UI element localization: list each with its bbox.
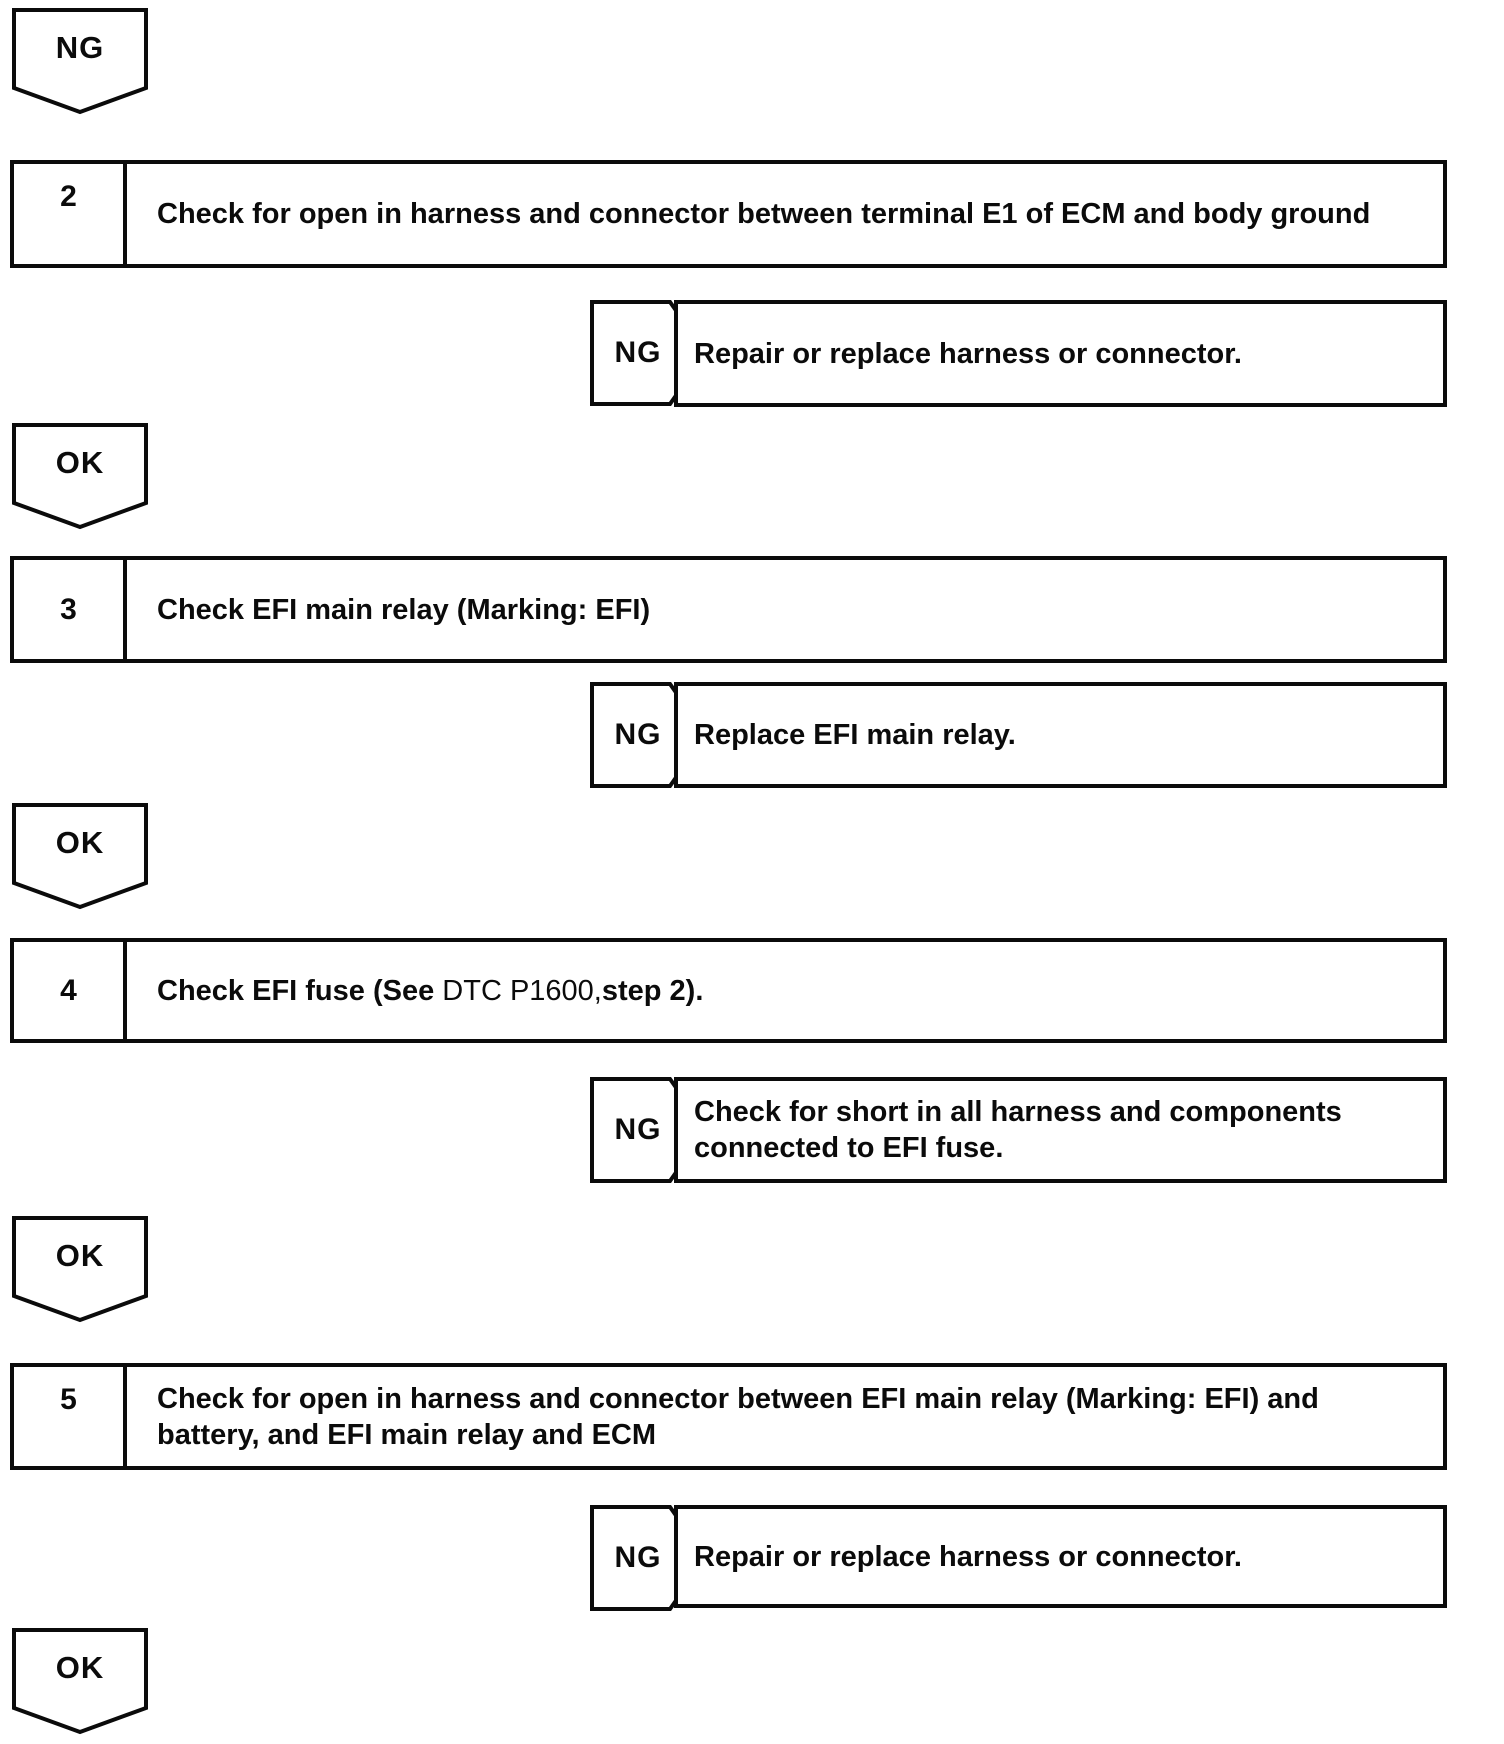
step-box-5: 5 Check for open in harness and connecto… xyxy=(10,1363,1447,1470)
step-title: Check for open in harness and connector … xyxy=(157,198,1371,230)
step-number: 5 xyxy=(14,1367,127,1466)
title-suffix: step 2). xyxy=(601,974,704,1007)
flag-down-icon xyxy=(12,803,148,910)
dtc-code: DTC P1600, xyxy=(442,974,602,1007)
flag-down-icon xyxy=(12,423,148,530)
step-box-2: 2 Check for open in harness and connecto… xyxy=(10,160,1447,268)
flag-ok: OK xyxy=(12,423,148,531)
result-box: Check for short in all harness and compo… xyxy=(674,1077,1447,1183)
result-box: Repair or replace harness or connector. xyxy=(674,300,1447,407)
result-box: Replace EFI main relay. xyxy=(674,682,1447,788)
result-text: Repair or replace harness or connector. xyxy=(694,1540,1242,1573)
step-box-3: 3 Check EFI main relay (Marking: EFI) xyxy=(10,556,1447,663)
step-number: 3 xyxy=(14,560,127,659)
step-title: Check for open in harness and connector … xyxy=(157,1382,1319,1451)
step-title: Check EFI fuse (See DTC P1600,step 2). xyxy=(127,942,1443,1039)
step-title: Check EFI main relay (Marking: EFI) xyxy=(157,593,651,626)
flag-ok: OK xyxy=(12,803,148,911)
flag-label: OK xyxy=(55,445,105,480)
flag-down-icon xyxy=(12,1216,148,1323)
result-text: Check for short in all harness and compo… xyxy=(694,1096,1342,1164)
flag-ng-top: NG xyxy=(12,8,148,116)
flag-down-icon xyxy=(12,1628,148,1735)
result-text: Repair or replace harness or connector. xyxy=(694,337,1242,370)
step-number: 4 xyxy=(14,942,127,1039)
flag-label: OK xyxy=(55,1650,105,1685)
flag-label: OK xyxy=(55,825,105,860)
ng-label: NG xyxy=(614,1113,662,1146)
ng-label: NG xyxy=(614,718,662,751)
result-box: Repair or replace harness or connector. xyxy=(674,1505,1447,1608)
title-prefix: Check EFI fuse (See xyxy=(157,974,443,1007)
flag-down-icon xyxy=(12,8,148,115)
step-number: 2 xyxy=(14,164,127,264)
ng-label: NG xyxy=(614,336,662,369)
flag-ok: OK xyxy=(12,1216,148,1324)
ng-label: NG xyxy=(614,1541,662,1574)
flag-label: OK xyxy=(55,1238,105,1273)
flag-label: NG xyxy=(55,30,105,65)
flag-ok: OK xyxy=(12,1628,148,1736)
result-text: Replace EFI main relay. xyxy=(694,719,1016,751)
step-box-4: 4 Check EFI fuse (See DTC P1600,step 2). xyxy=(10,938,1447,1043)
